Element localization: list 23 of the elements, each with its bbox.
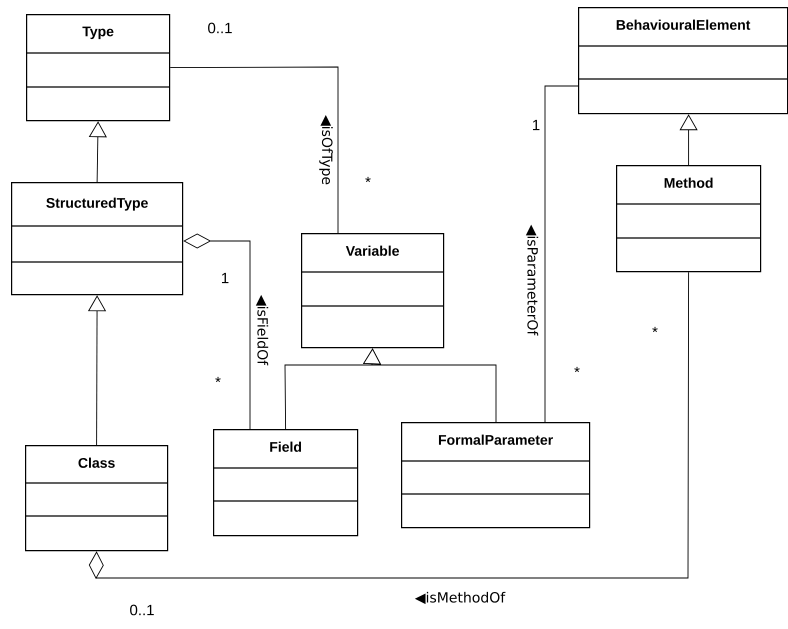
multiplicity-label: * — [574, 366, 580, 372]
class-box: Type — [26, 14, 170, 122]
edge-label: ◀isMethodOf — [414, 590, 506, 606]
multiplicity-label: * — [215, 376, 221, 382]
aggregation-line — [88, 272, 690, 580]
multiplicity-label: 0..1 — [208, 22, 232, 34]
multiplicity-label: * — [365, 176, 371, 182]
association-line — [170, 66, 338, 234]
edge-label: ◀isParameterOf — [524, 224, 540, 336]
edge-label: ◀isFieldOf — [254, 294, 270, 366]
class-box: Variable — [301, 233, 444, 348]
multiplicity-label: 1 — [532, 120, 540, 130]
class-box: FormalParameter — [401, 422, 590, 528]
association-line — [544, 86, 578, 422]
class-box: BehaviouralElement — [578, 7, 788, 114]
class-box: Field — [213, 429, 358, 536]
multiplicity-label: 0..1 — [130, 604, 154, 616]
edge-label: ◀isOfType — [318, 114, 334, 186]
class-box: Class — [25, 445, 168, 552]
class-box: StructuredType — [11, 182, 184, 296]
multiplicity-label: 1 — [222, 272, 228, 284]
multiplicity-label: * — [652, 326, 658, 332]
class-box: Method — [616, 165, 762, 272]
